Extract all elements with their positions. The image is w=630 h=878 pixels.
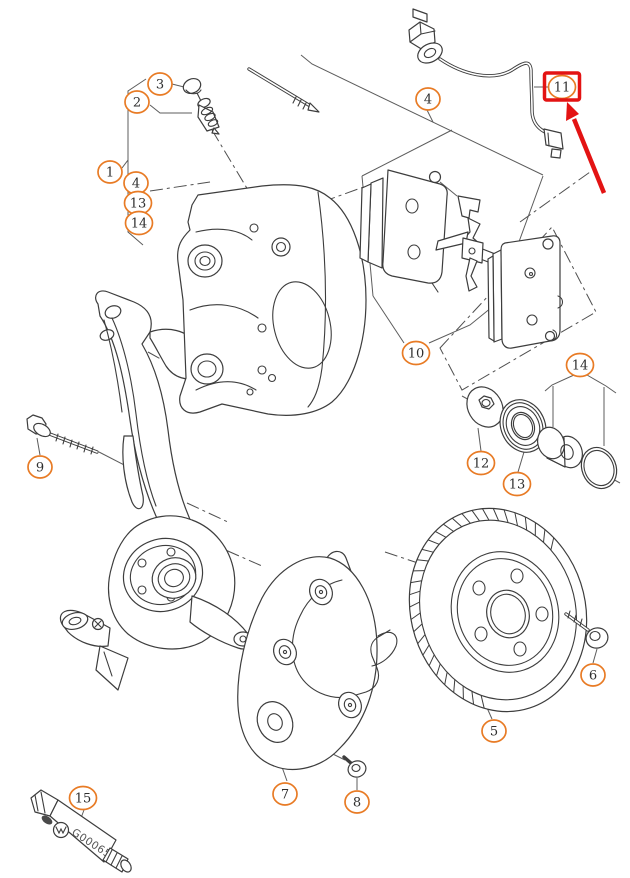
highlight-arrow-shaft <box>571 118 607 194</box>
svg-text:8: 8 <box>353 796 361 811</box>
callout-6[interactable]: 6 <box>580 663 606 687</box>
callout-13b[interactable]: 13 <box>502 471 532 497</box>
svg-text:13: 13 <box>509 478 526 493</box>
shield-grommets <box>256 578 362 743</box>
bleeder-valve <box>197 97 220 135</box>
highlight-annotation <box>542 71 607 194</box>
callout-11[interactable]: 11 <box>547 74 577 100</box>
svg-text:4: 4 <box>424 93 432 108</box>
callout-14a[interactable]: 14 <box>124 210 154 236</box>
bleeder-dust-cap <box>182 78 202 102</box>
shield-screw <box>342 755 367 778</box>
vw-logo-mark <box>55 826 67 835</box>
callout-3[interactable]: 3 <box>147 72 173 96</box>
steering-knuckle <box>59 290 253 691</box>
callout-12[interactable]: 12 <box>466 450 496 476</box>
brake-pad-inner <box>359 169 448 293</box>
brake-disc <box>408 507 588 713</box>
brake-caliper <box>177 184 367 416</box>
callout-4b[interactable]: 4 <box>415 87 441 111</box>
caliper-guide-pin <box>247 67 320 113</box>
callout-9[interactable]: 9 <box>27 455 53 479</box>
highlight-arrow-head <box>566 102 579 121</box>
svg-text:10: 10 <box>408 347 425 362</box>
callouts: 1 2 3 4 13 14 4 11 10 14 12 13 9 6 5 <box>27 72 606 814</box>
svg-text:14: 14 <box>131 217 148 232</box>
knuckle-pinch-bolt <box>26 414 99 455</box>
piston-seal-ring-14 <box>580 446 618 490</box>
callout-14b[interactable]: 14 <box>565 352 595 378</box>
svg-text:13: 13 <box>130 197 147 212</box>
svg-text:2: 2 <box>133 96 141 111</box>
svg-text:7: 7 <box>281 788 289 803</box>
svg-text:11: 11 <box>554 81 571 96</box>
svg-text:1: 1 <box>106 166 114 181</box>
disc-vent-hatching <box>409 508 555 709</box>
callout-2[interactable]: 2 <box>124 90 150 114</box>
svg-text:15: 15 <box>75 792 92 807</box>
disc-set-screw <box>564 610 609 649</box>
wear-sensor-cable <box>408 8 564 159</box>
callout-5[interactable]: 5 <box>481 719 507 743</box>
svg-text:3: 3 <box>156 78 164 93</box>
washer-12 <box>466 386 504 428</box>
callout-10[interactable]: 10 <box>401 340 431 366</box>
tube-brand-stamp <box>41 815 53 825</box>
highlight-box <box>542 71 582 102</box>
svg-text:12: 12 <box>473 457 490 472</box>
splash-shield <box>237 550 398 770</box>
svg-text:6: 6 <box>589 669 597 684</box>
seal-ring-13 <box>499 399 547 453</box>
svg-text:5: 5 <box>490 725 498 740</box>
sensor-head <box>543 128 564 159</box>
callout-15[interactable]: 15 <box>68 785 98 811</box>
caliper-piston-14 <box>537 426 583 469</box>
callout-1[interactable]: 1 <box>97 160 123 184</box>
callout-7[interactable]: 7 <box>272 782 298 806</box>
svg-text:14: 14 <box>572 359 589 374</box>
sensor-connector <box>408 8 443 64</box>
brake-pad-outer <box>487 235 564 349</box>
callout-13a[interactable]: 13 <box>123 190 153 216</box>
callout-8[interactable]: 8 <box>344 790 370 814</box>
svg-text:4: 4 <box>132 177 140 192</box>
svg-text:9: 9 <box>36 461 44 476</box>
callout-4a[interactable]: 4 <box>123 171 149 195</box>
